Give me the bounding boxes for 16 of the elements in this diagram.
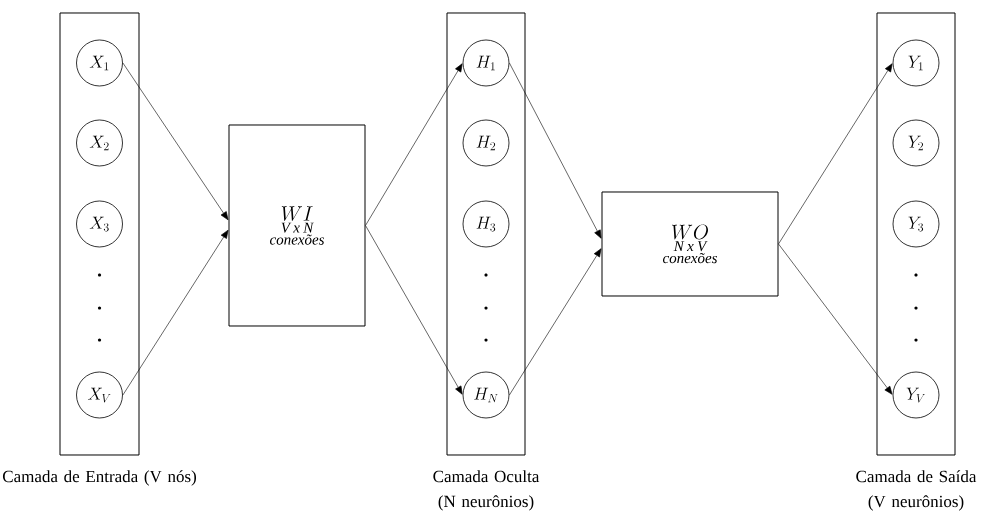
weight-box: $WO$ N x V conexões bbox=[601, 191, 779, 297]
arrow bbox=[778, 63, 893, 245]
arrow bbox=[509, 62, 602, 239]
arrow bbox=[509, 248, 602, 396]
weight-box: $WI$ V x N conexões bbox=[228, 124, 366, 327]
layer-column bbox=[446, 12, 526, 456]
layer-caption: Camada Oculta (N neurônios) bbox=[433, 470, 540, 511]
arrow bbox=[778, 243, 893, 395]
layer-caption: Camada de Entrada (V nós) bbox=[2, 470, 196, 486]
layer-column bbox=[59, 12, 140, 456]
arrow bbox=[122, 62, 229, 221]
arrow bbox=[122, 229, 229, 396]
arrow bbox=[365, 225, 463, 395]
layer-caption: Camada de Saída (V neurônios) bbox=[856, 470, 977, 511]
arrow bbox=[365, 63, 463, 226]
layer-column bbox=[876, 12, 956, 456]
